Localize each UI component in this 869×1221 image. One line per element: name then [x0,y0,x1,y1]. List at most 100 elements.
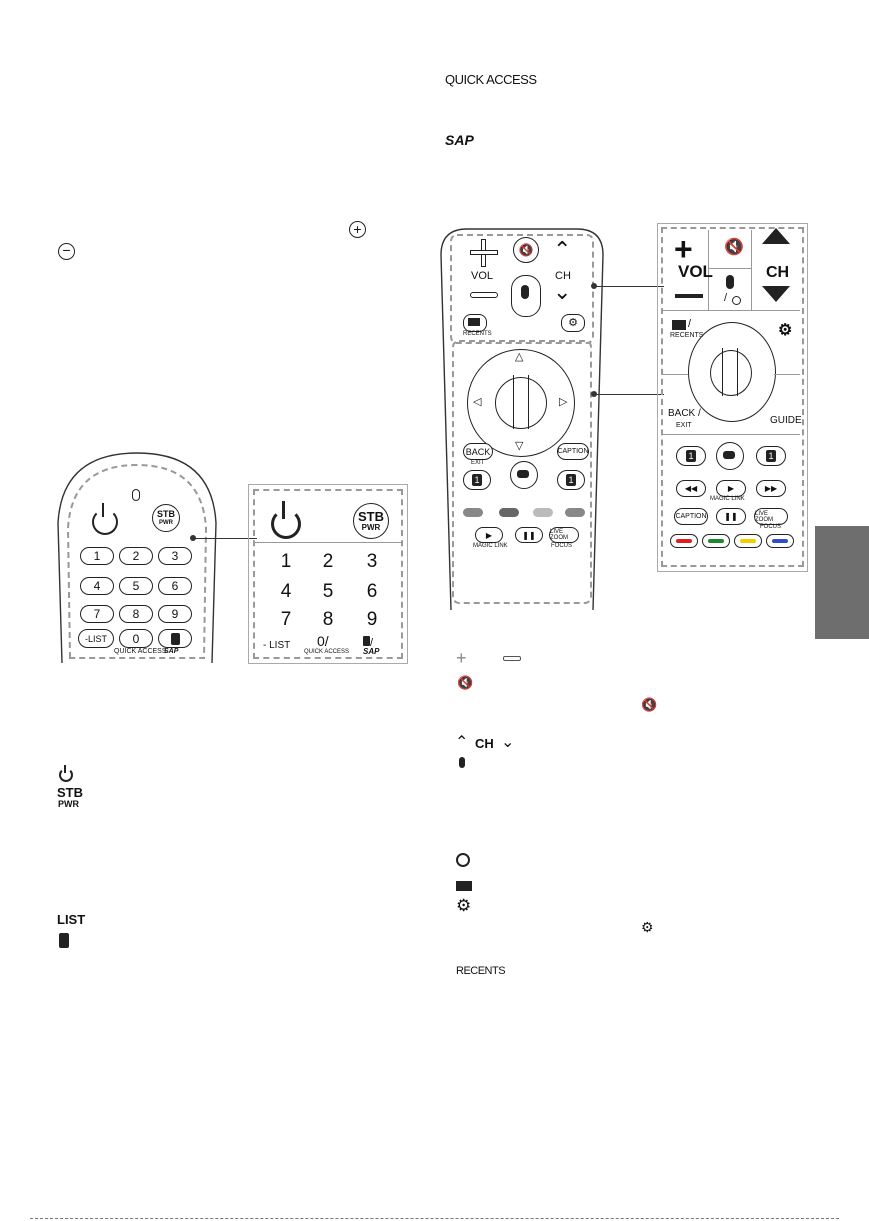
power-icon[interactable] [92,509,118,535]
grid-key-1[interactable]: 1 [280,551,292,572]
grid-wheel[interactable] [710,350,752,396]
grid-one-left[interactable]: 1 [676,446,706,466]
grid-key-2[interactable]: 2 [322,551,334,572]
grid-key-9[interactable]: 9 [366,609,378,630]
home-button[interactable] [463,314,487,332]
home-icon [468,318,480,326]
fast-forward-button[interactable]: ▶▶ [756,480,786,497]
home-icon[interactable] [672,320,686,330]
dpad-left-icon[interactable]: ◁ [473,396,482,408]
key-3[interactable]: 3 [158,547,192,565]
key-4[interactable]: 4 [80,577,114,595]
channel-up-icon[interactable] [762,228,790,244]
green-key[interactable] [702,534,730,548]
grid-dpad[interactable] [688,322,776,422]
grid-quick-access-caption: QUICK ACCESS [304,649,350,655]
key-7[interactable]: 7 [80,605,114,623]
color-key-3[interactable] [533,508,553,517]
mute-button[interactable]: 🔇 [513,237,539,263]
sap-key[interactable] [158,629,192,648]
list-key[interactable]: -LIST [78,629,114,648]
legend-ch: CH [475,736,494,751]
pointer-line [594,286,664,287]
grid-key-3[interactable]: 3 [366,551,378,572]
mic-button[interactable] [511,275,541,317]
grid-sap-key[interactable]: / [363,633,373,651]
power-icon-large[interactable] [271,509,301,539]
key-9[interactable]: 9 [158,605,192,623]
grid-back-label[interactable]: BACK / [668,408,701,419]
menu-icon [363,636,370,646]
grid-guide-label[interactable]: GUIDE [770,415,802,426]
home-icon [456,881,472,891]
grid-key-5[interactable]: 5 [322,581,334,602]
mic-search-icon[interactable] [726,275,734,289]
grid-vol-label: VOL [678,262,713,281]
caption-button[interactable]: CAPTION [557,443,589,460]
volume-down-icon[interactable] [675,294,703,298]
mic-icon [132,489,140,501]
rewind-button[interactable]: ◀◀ [676,480,706,497]
blue-key[interactable] [766,534,794,548]
grid-zero-key[interactable]: 0/ [317,633,329,649]
wheel-ok-button[interactable] [495,377,547,429]
channel-up-icon[interactable]: ⌃ [553,237,572,262]
play-button[interactable]: ▶ [475,527,503,543]
key-8[interactable]: 8 [119,605,153,623]
gear-icon[interactable]: ⚙ [778,322,793,339]
grid-exit-caption: EXIT [676,422,692,429]
dpad-up-icon[interactable]: △ [515,351,524,363]
one-key-right[interactable]: 1 [557,470,585,490]
yellow-key[interactable] [734,534,762,548]
color-key-2[interactable] [499,508,519,517]
key-2[interactable]: 2 [119,547,153,565]
mute-icon: 🔇 [518,243,534,257]
grid-pause-button[interactable]: ❚❚ [716,508,746,525]
dpad-down-icon[interactable]: ▽ [515,440,524,452]
key-5[interactable]: 5 [119,577,153,595]
grid-play-button[interactable]: ▶ [716,480,746,497]
dpad[interactable] [467,349,575,457]
grid-key-7[interactable]: 7 [280,609,292,630]
mic-icon [459,757,465,768]
key-0[interactable]: 0 [119,629,153,648]
gear-icon: ⚙ [456,896,472,915]
grid-list-key[interactable]: - LIST [263,640,291,651]
live-zoom-button[interactable]: LIVE ZOOM [549,527,579,543]
magic-link-caption: MAGIC LINK [473,543,508,549]
red-key[interactable] [670,534,698,548]
channel-up-icon: ⌃ [455,734,469,751]
volume-up-icon[interactable]: + [674,231,693,267]
back-button[interactable]: BACK [463,443,493,460]
volume-up-icon[interactable] [470,239,498,267]
key-1[interactable]: 1 [80,547,114,565]
grid-live-zoom-button[interactable]: LIVE ZOOM [754,508,788,525]
mute-icon[interactable]: 🔇 [724,239,744,256]
pause-button[interactable]: ❚❚ [515,527,543,543]
channel-down-icon[interactable] [762,286,790,302]
grid-input-button[interactable] [716,442,744,470]
grid-key-8[interactable]: 8 [322,609,334,630]
color-key-4[interactable] [565,508,585,517]
grid-key-4[interactable]: 4 [280,581,292,602]
menu-icon [170,632,180,645]
grid-key-6[interactable]: 6 [366,581,378,602]
plus-circle-icon: + [349,221,366,238]
grid-one-right[interactable]: 1 [756,446,786,466]
grid-recents-caption: RECENTS [670,332,704,339]
color-key-1[interactable] [463,508,483,517]
input-button[interactable] [510,461,538,489]
mute-icon: 🔇 [457,675,474,690]
dpad-right-icon[interactable]: ▷ [559,396,568,408]
sap-caption: SAP [164,648,179,655]
input-icon [517,470,529,478]
channel-down-icon[interactable]: ⌄ [553,279,572,304]
volume-down-icon[interactable] [470,292,498,298]
right-remote: VOL 🔇 CH ⌃ ⌄ RECENTS ⚙ △ ▽ ◁ ▷ BACK EXIT… [437,225,607,610]
key-6[interactable]: 6 [158,577,192,595]
grid-caption-button[interactable]: CAPTION [674,508,708,525]
one-key-left[interactable]: 1 [463,470,491,490]
settings-button[interactable]: ⚙ [561,314,585,332]
